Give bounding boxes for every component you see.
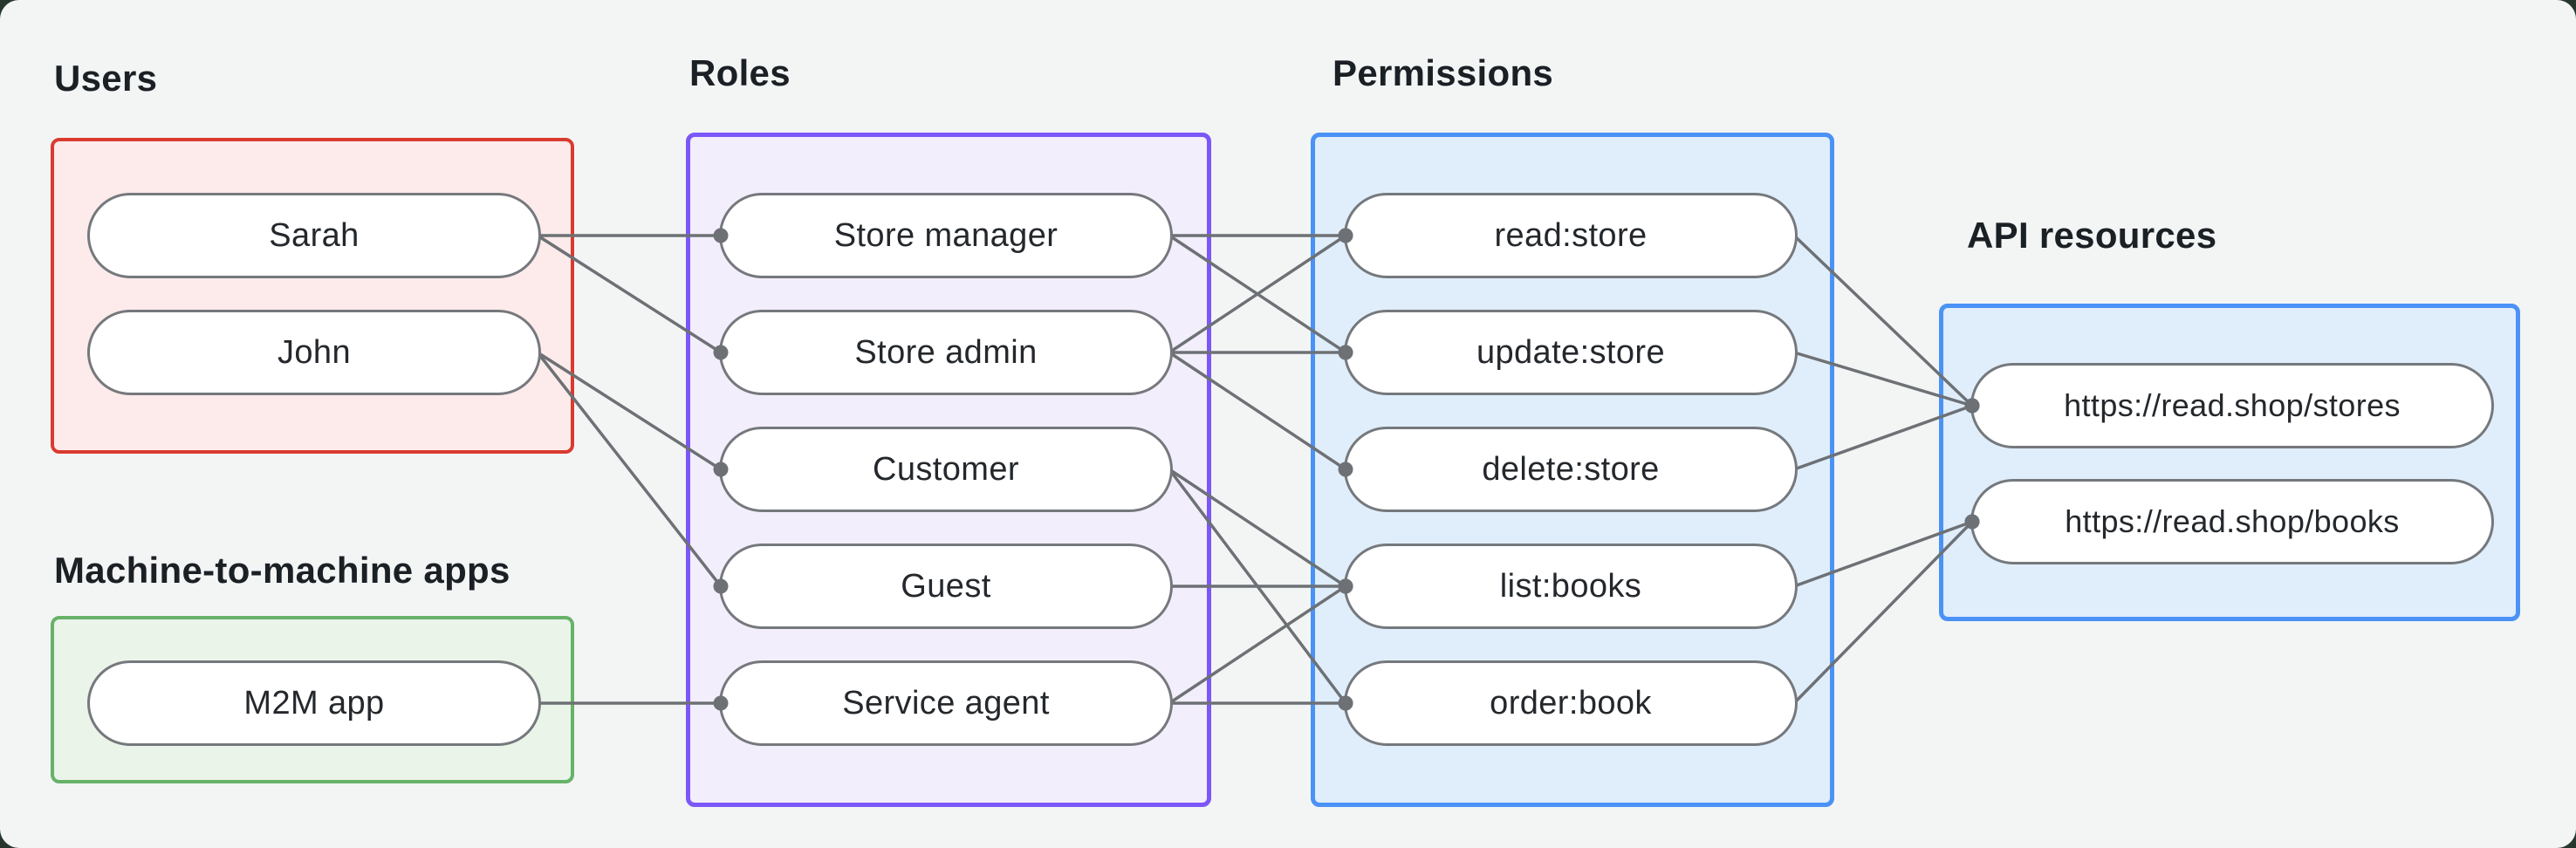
node-delete-store: delete:store [1344, 427, 1798, 512]
node-service-agent: Service agent [719, 660, 1173, 746]
node-customer: Customer [719, 427, 1173, 512]
node-sarah: Sarah [87, 193, 541, 278]
node-label-customer: Customer [873, 450, 1019, 488]
group-box-users [51, 138, 574, 454]
node-label-list-books: list:books [1499, 567, 1642, 605]
group-box-api-resources [1939, 304, 2520, 621]
node-label-guest: Guest [901, 567, 991, 605]
node-label-service-agent: Service agent [842, 684, 1050, 721]
node-label-store-admin: Store admin [854, 333, 1038, 371]
group-label-permissions: Permissions [1333, 52, 1554, 93]
node-label-books-resource: https://read.shop/books [2065, 503, 2400, 539]
group-label-users: Users [54, 58, 158, 99]
node-store-manager: Store manager [719, 193, 1173, 278]
node-stores-resource: https://read.shop/stores [1970, 363, 2494, 448]
group-label-roles: Roles [689, 52, 791, 93]
node-order-book: order:book [1344, 660, 1798, 746]
node-update-store: update:store [1344, 310, 1798, 395]
node-store-admin: Store admin [719, 310, 1173, 395]
node-label-store-manager: Store manager [833, 216, 1058, 254]
node-label-sarah: Sarah [269, 216, 360, 254]
node-label-order-book: order:book [1490, 684, 1652, 721]
node-guest: Guest [719, 544, 1173, 629]
node-list-books: list:books [1344, 544, 1798, 629]
node-label-m2m-app: M2M app [243, 684, 385, 721]
group-label-m2m-apps: Machine-to-machine apps [54, 550, 510, 591]
group-label-api-resources: API resources [1967, 215, 2217, 256]
node-books-resource: https://read.shop/books [1970, 479, 2494, 564]
node-john: John [87, 310, 541, 395]
node-label-update-store: update:store [1476, 333, 1666, 371]
node-read-store: read:store [1344, 193, 1798, 278]
node-label-delete-store: delete:store [1482, 450, 1660, 488]
node-label-stores-resource: https://read.shop/stores [2064, 387, 2401, 423]
node-label-read-store: read:store [1494, 216, 1648, 254]
node-m2m-app: M2M app [87, 660, 541, 746]
node-label-john: John [277, 333, 351, 371]
